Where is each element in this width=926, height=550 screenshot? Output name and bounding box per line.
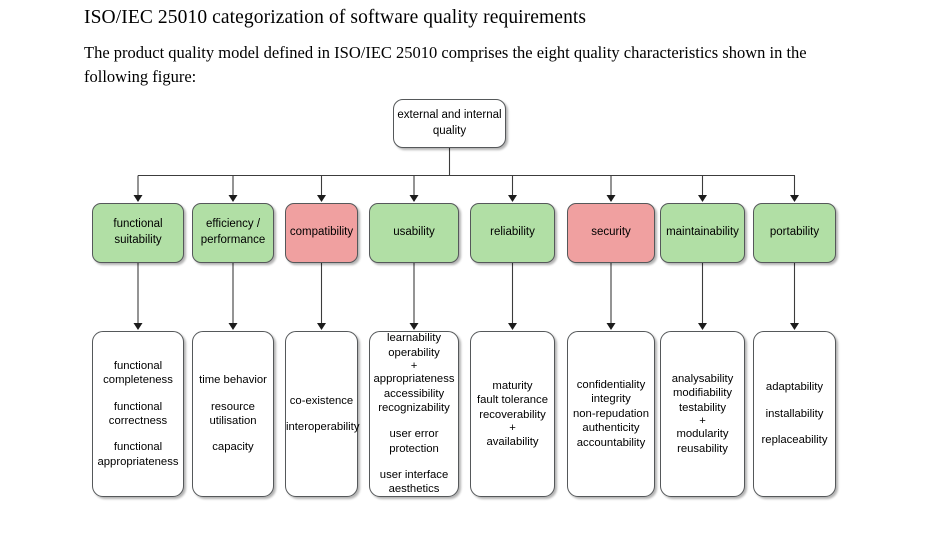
subcharacteristic-group: adaptability — [758, 380, 831, 394]
subcharacteristic-item: capacity — [212, 441, 254, 454]
subcharacteristic-group: functional completeness — [97, 359, 179, 388]
characteristic-label: efficiency / performance — [200, 218, 266, 246]
subcharacteristic-item: modularity — [676, 428, 729, 441]
subcharacteristic-item: functional — [113, 359, 163, 372]
subcharacteristic-group: time behavior — [197, 373, 269, 387]
subcharacteristic-item: recognizability — [378, 402, 450, 415]
plus-separator: + — [509, 422, 516, 435]
node-characteristic-usability[interactable]: usability — [369, 203, 459, 263]
characteristic-label: functional suitability — [113, 218, 163, 246]
subcharacteristic-item: functional — [113, 400, 163, 413]
node-subcharacteristics-efficiency-performance[interactable]: time behavior resource utilisation capacity — [192, 331, 274, 497]
node-characteristic-reliability[interactable]: reliability — [470, 203, 555, 263]
subcharacteristic-item: completeness — [103, 374, 173, 387]
node-characteristic-portability[interactable]: portability — [753, 203, 836, 263]
subcharacteristics-content: co-existence interoperability — [282, 394, 361, 435]
subcharacteristic-item: accessibility — [383, 387, 445, 400]
subcharacteristic-group: functional correctness — [97, 400, 179, 429]
subcharacteristic-item: co-existence — [289, 394, 354, 407]
subcharacteristic-item: appropriateness — [373, 373, 455, 386]
subcharacteristic-group: capacity — [197, 440, 269, 454]
node-external-and-internal-quality[interactable]: external and internal quality — [393, 99, 506, 148]
subcharacteristic-item: integrity — [591, 393, 631, 406]
node-subcharacteristics-compatibility[interactable]: co-existence interoperability — [282, 331, 361, 497]
subcharacteristic-item: aesthetics — [388, 483, 440, 496]
subcharacteristic-group: resource utilisation — [197, 400, 269, 429]
characteristic-label: reliability — [490, 226, 535, 239]
subcharacteristic-item: user interface — [379, 469, 449, 482]
plus-separator: + — [410, 359, 418, 372]
subcharacteristic-item: utilisation — [209, 415, 257, 427]
subcharacteristic-item: learnability — [387, 332, 442, 345]
subcharacteristic-group: replaceability — [758, 433, 831, 447]
characteristic-label: portability — [769, 226, 820, 239]
subcharacteristic-item: resource — [211, 400, 255, 413]
characteristic-label: maintainability — [666, 226, 739, 239]
subcharacteristic-item: time behavior — [199, 374, 267, 387]
document-header: ISO/IEC 25010 categorization of software… — [84, 6, 874, 88]
node-subcharacteristics-functional-suitability[interactable]: functional completeness functional correctn… — [92, 331, 184, 497]
subcharacteristics-content: time behavior resource utilisation capacity — [193, 373, 273, 454]
characteristic-label: compatibility — [289, 226, 354, 239]
subcharacteristic-item: reusability — [677, 442, 728, 455]
node-subcharacteristics-portability[interactable]: adaptability installability replaceability — [753, 331, 836, 497]
characteristic-label: usability — [393, 226, 435, 239]
subcharacteristic-item: maturity — [492, 380, 533, 393]
subcharacteristic-item: non-repudation — [572, 407, 649, 420]
subcharacteristic-item: analysability — [671, 372, 734, 385]
subcharacteristic-item: testability — [678, 401, 727, 414]
subcharacteristic-item: correctness — [108, 415, 168, 427]
subcharacteristic-group: interoperability — [286, 420, 360, 434]
subcharacteristic-item: appropriateness — [97, 455, 179, 468]
subcharacteristic-item: replaceability — [761, 434, 828, 447]
subcharacteristics-content: adaptability installability replaceability — [754, 380, 835, 447]
subcharacteristic-item: confidentiality — [576, 379, 646, 392]
subcharacteristic-item: fault tolerance — [477, 394, 548, 407]
root-node-label: external and internal quality — [397, 109, 502, 137]
node-characteristic-compatibility[interactable]: compatibility — [285, 203, 358, 263]
subcharacteristic-item: modifiability — [672, 387, 733, 400]
subcharacteristic-item: installability — [765, 407, 824, 420]
subcharacteristic-group: co-existence — [286, 394, 357, 408]
subcharacteristic-item: adaptability — [765, 381, 824, 394]
subcharacteristics-content: functional completeness functional correctn… — [93, 359, 183, 469]
subcharacteristic-item: user error — [389, 428, 439, 441]
page-title: ISO/IEC 25010 categorization of software… — [84, 7, 587, 28]
intro-paragraph: The product quality model defined in ISO… — [84, 43, 807, 86]
node-characteristic-security[interactable]: security — [567, 203, 655, 263]
subcharacteristic-item: authenticity — [582, 422, 640, 435]
subcharacteristic-item: availability — [486, 435, 539, 448]
node-characteristic-functional-suitability[interactable]: functional suitability — [92, 203, 184, 263]
characteristic-label: security — [591, 226, 631, 239]
subcharacteristic-item: protection — [389, 442, 439, 455]
subcharacteristic-group: installability — [758, 407, 831, 421]
plus-separator: + — [699, 414, 706, 427]
subcharacteristic-item: recoverability — [479, 408, 546, 421]
subcharacteristic-item: functional — [113, 441, 163, 454]
subcharacteristic-item: accountability — [576, 436, 646, 449]
subcharacteristic-item: interoperability — [286, 421, 360, 433]
node-characteristic-efficiency-performance[interactable]: efficiency / performance — [192, 203, 274, 263]
node-characteristic-maintainability[interactable]: maintainability — [660, 203, 745, 263]
subcharacteristic-item: operability — [388, 346, 440, 359]
